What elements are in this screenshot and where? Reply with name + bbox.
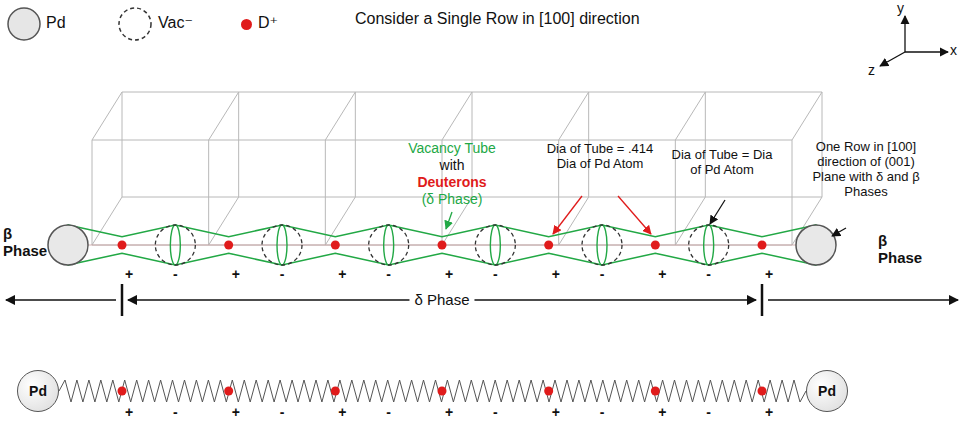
atom-label: Pd: [818, 383, 836, 399]
legend-text: Vac⁻: [158, 14, 193, 32]
charge-sign: +: [765, 266, 773, 282]
callout-text: Vacancy Tube: [397, 140, 507, 156]
callout-text: Dia of Tube = .414 Dia of Pd Atom: [544, 142, 656, 172]
charge-sign: +: [765, 404, 773, 420]
axis-label: z: [868, 62, 875, 78]
row-atoms: [48, 225, 836, 265]
axes: [880, 16, 948, 66]
charge-sign: +: [552, 266, 560, 282]
charge-sign: +: [338, 404, 346, 420]
callout-text: β Phase: [3, 225, 47, 260]
charge-sign: +: [658, 404, 666, 420]
callout-text: Dia of Tube = Dia of Pd Atom: [668, 148, 776, 178]
charge-sign: -: [600, 404, 605, 420]
charge-sign: -: [173, 404, 178, 420]
callout-text: β Phase: [878, 232, 928, 267]
pd-sample: [8, 8, 40, 40]
phase-brackets: [6, 284, 958, 316]
charge-sign: +: [232, 404, 240, 420]
charge-sign: -: [173, 266, 178, 282]
charge-sign: +: [445, 266, 453, 282]
pd-atom: Pd: [17, 370, 59, 412]
charge-sign: +: [125, 404, 133, 420]
charge-sign: +: [445, 404, 453, 420]
axis-label: y: [897, 0, 904, 16]
charge-sign: -: [280, 266, 285, 282]
vacancy-sample: [119, 8, 151, 40]
callout-text: Deuterons: [397, 174, 507, 190]
charge-sign: +: [125, 266, 133, 282]
legend-text: Pd: [46, 14, 66, 32]
spring-connector: [59, 380, 806, 402]
charge-sign: +: [338, 266, 346, 282]
callout-text: (δ Phase): [397, 191, 507, 207]
charge-sign: -: [706, 404, 711, 420]
charge-sign: -: [493, 404, 498, 420]
charge-sign: -: [706, 266, 711, 282]
legend-text: D⁺: [258, 14, 278, 32]
charge-sign: +: [658, 266, 666, 282]
charge-sign: -: [493, 266, 498, 282]
callout-text: with: [397, 157, 507, 173]
charge-sign: -: [600, 266, 605, 282]
heading-note: Consider a Single Row in [100] direction: [355, 10, 715, 28]
charge-sign: -: [386, 404, 391, 420]
charge-sign: -: [386, 266, 391, 282]
charge-sign: -: [280, 404, 285, 420]
pd-atom: Pd: [806, 370, 848, 412]
callout-text: δ Phase: [409, 291, 474, 308]
vacancy-tube: [63, 225, 821, 265]
charge-sign: +: [232, 266, 240, 282]
callout-text: One Row in [100] direction of (001) Plan…: [810, 140, 922, 200]
leader-lines: [446, 196, 846, 236]
axis-label: x: [950, 42, 957, 58]
atom-label: Pd: [29, 383, 47, 399]
charge-sign: +: [552, 404, 560, 420]
lattice-cells: [92, 92, 822, 245]
legend-swatch: [241, 19, 252, 30]
